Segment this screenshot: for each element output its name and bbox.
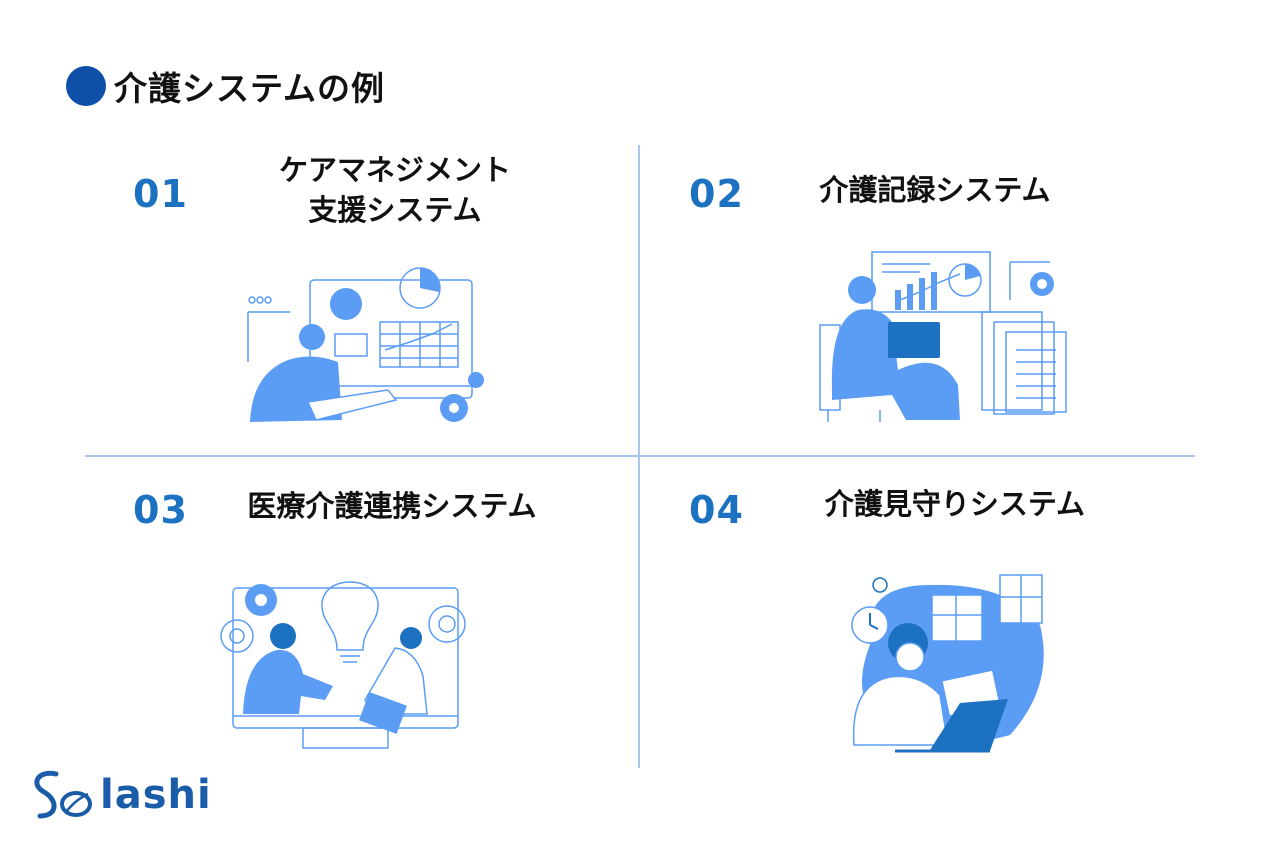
bullet-circle-icon (66, 66, 106, 106)
card-03-title: 医療介護連携システム (247, 489, 537, 523)
page-title: 介護システムの例 (114, 69, 386, 108)
solashi-s-mark-icon (34, 770, 92, 819)
care-monitoring-illustration-icon (851, 574, 1044, 753)
card-04-number: 04 (689, 488, 744, 532)
care-record-illustration-icon (819, 251, 1067, 422)
medical-care-coordination-illustration-icon (220, 581, 466, 749)
section-header: 介護システムの例 (66, 62, 385, 110)
brand-logo: lashi (28, 766, 212, 824)
card-01-title-line2: 支援システム (308, 193, 482, 227)
card-02-number: 02 (689, 172, 744, 216)
care-management-illustration-icon (247, 267, 484, 422)
card-04-title: 介護見守りシステム (824, 487, 1086, 521)
card-03-number: 03 (133, 488, 188, 532)
brand-logo-text: lashi (100, 772, 212, 818)
card-01-title: ケアマネジメント 支援システム (250, 150, 540, 230)
card-01-number: 01 (133, 172, 188, 216)
horizontal-divider (85, 455, 1195, 457)
card-01-title-line1: ケアマネジメント (278, 153, 511, 187)
card-02-title: 介護記録システム (819, 173, 1051, 207)
